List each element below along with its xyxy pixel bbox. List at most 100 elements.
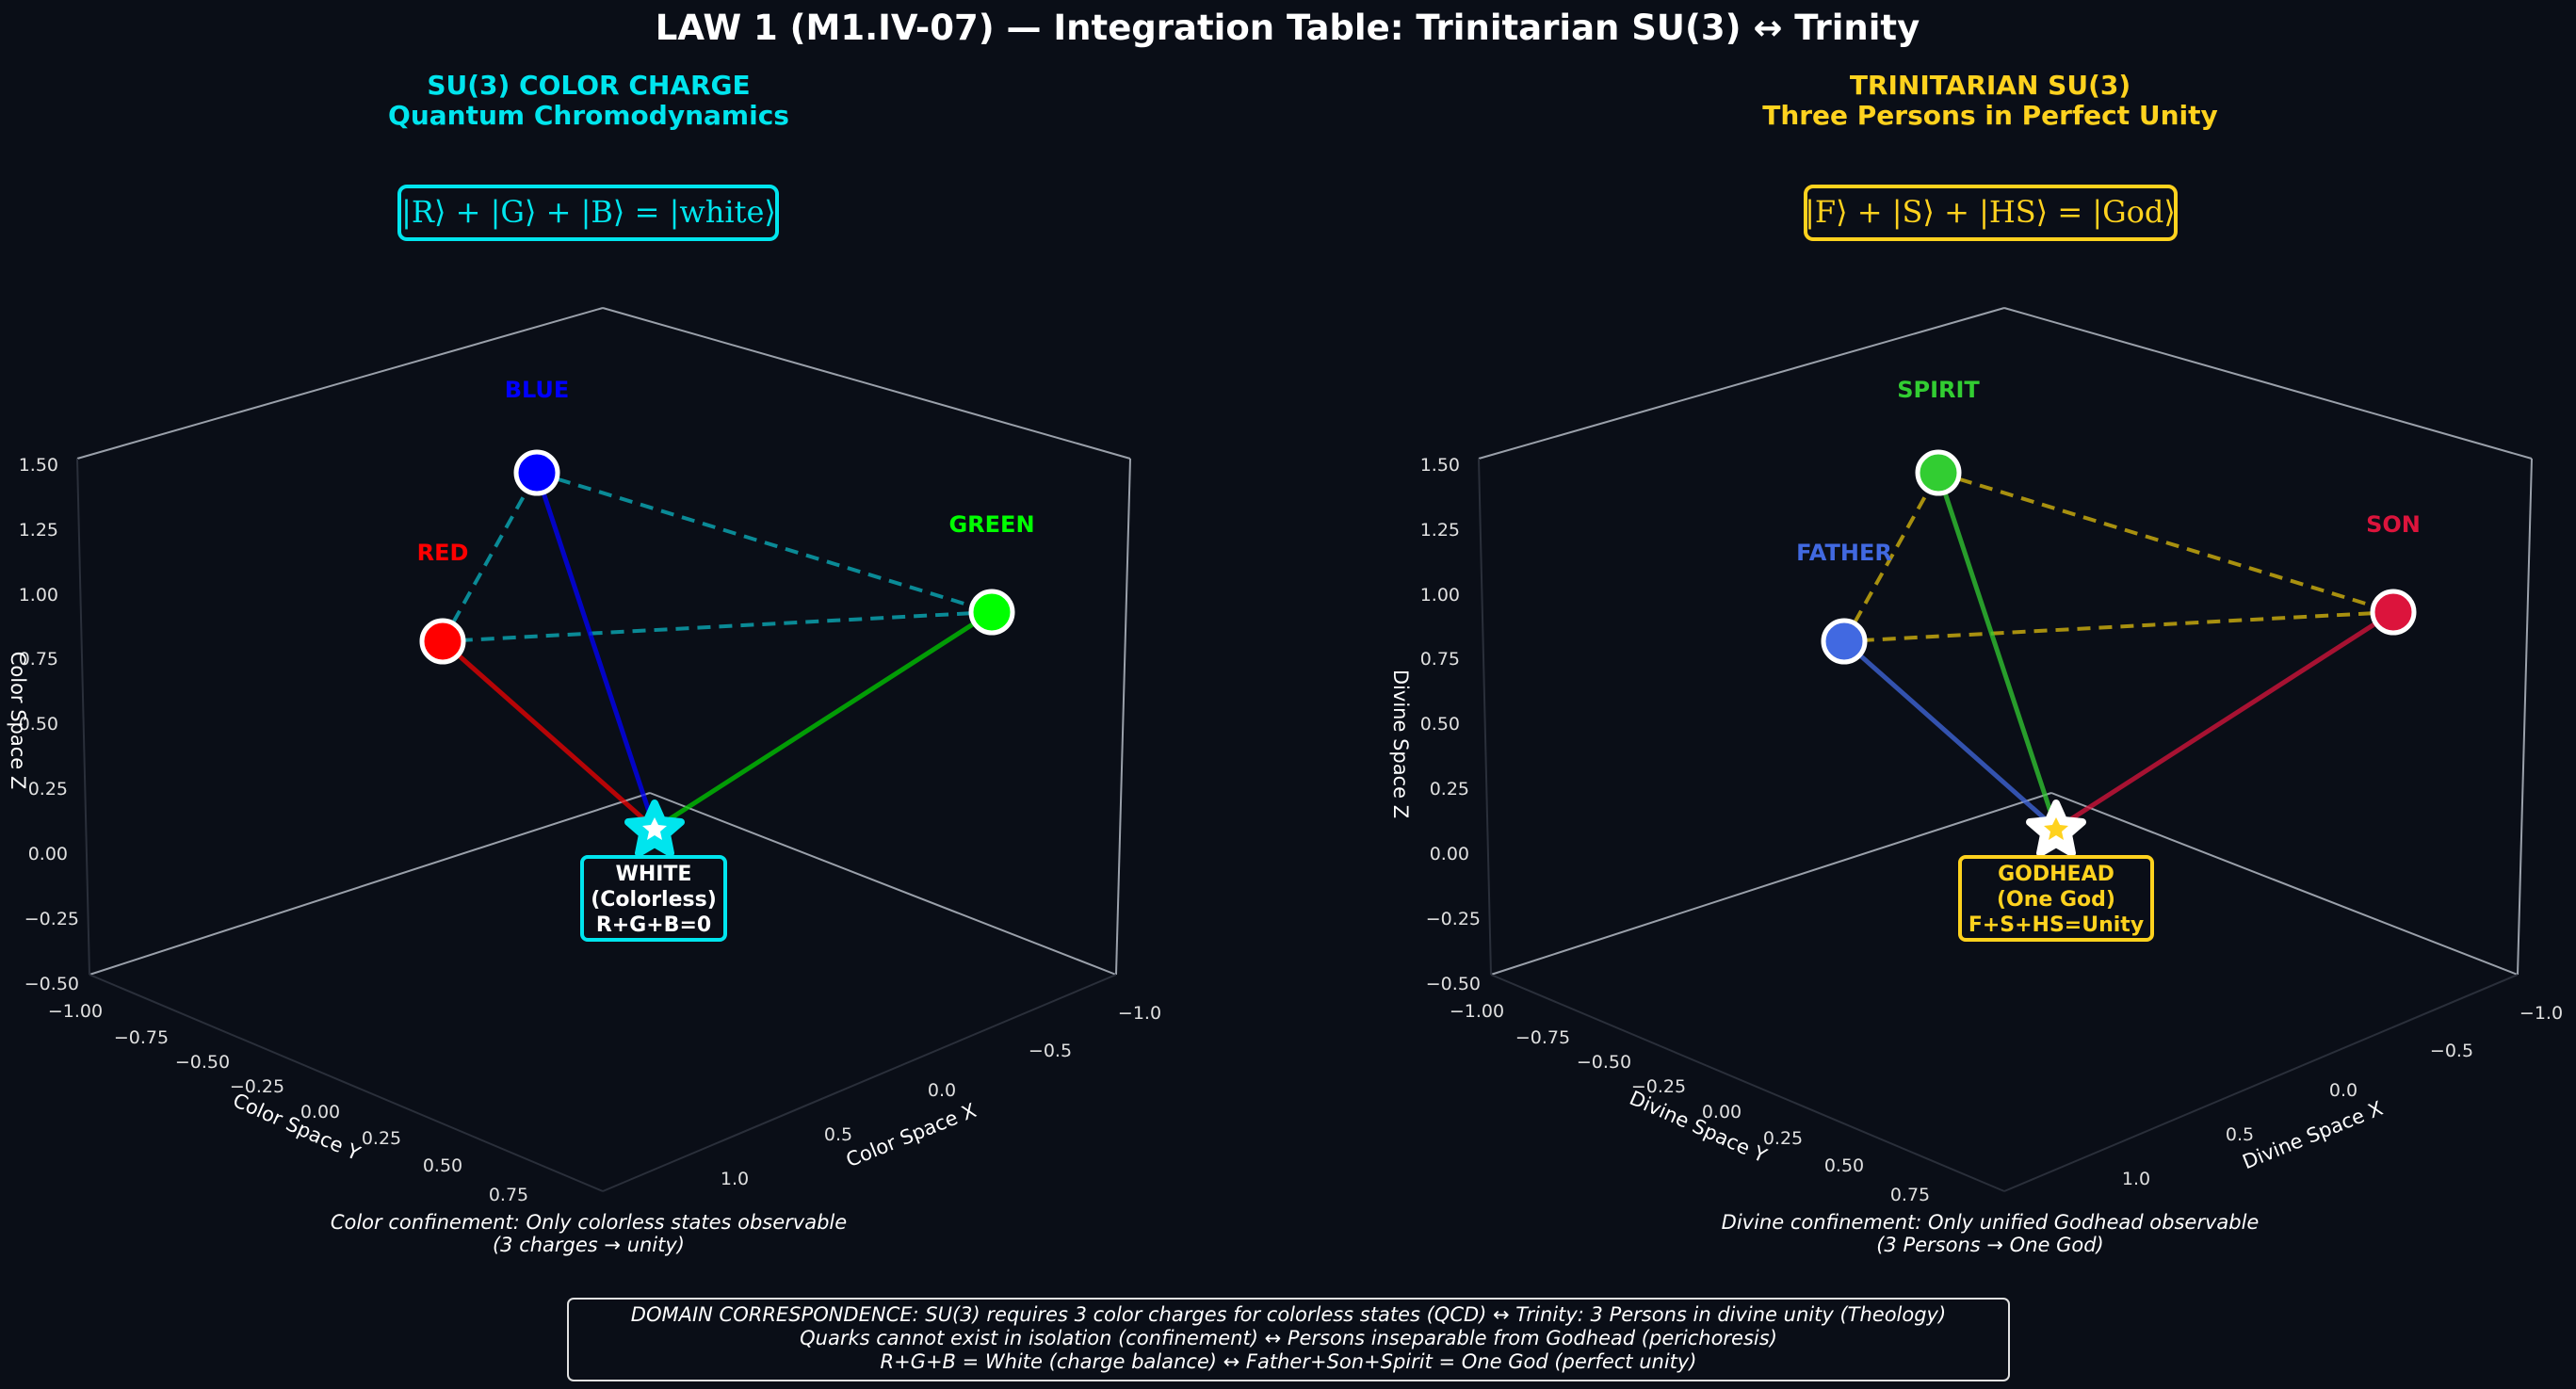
right-z-tick: 1.25 (1420, 520, 1460, 541)
left-z-tick: 0.00 (28, 844, 68, 864)
right-z-tick: 0.00 (1430, 844, 1469, 864)
left-panel: SU(3) COLOR CHARGE Quantum Chromodynamic… (7, 70, 1161, 1256)
left-x-tick: −0.5 (1029, 1041, 1072, 1061)
left-center-box (580, 855, 727, 942)
left-y-tick: 0.75 (489, 1185, 528, 1205)
right-x-axis-label: Divine Space X (2240, 1097, 2387, 1174)
left-x-tick: 0.0 (928, 1080, 956, 1101)
right-x-tick: 0.0 (2329, 1080, 2357, 1101)
right-z-axis-line (1478, 458, 1492, 976)
left-x-tick: 0.5 (824, 1124, 852, 1145)
footer-line3: R+G+B = White (charge balance) ↔ Father+… (880, 1350, 1696, 1373)
left-z-tick: 1.25 (19, 520, 58, 541)
right-z-ticks: 1.50 1.25 1.00 0.75 0.50 0.25 0.00 −0.25… (1420, 455, 1481, 994)
footer-box (567, 1298, 2010, 1381)
left-z-axis-label: Color Space Z (7, 652, 29, 790)
right-y-tick: 0.25 (1763, 1128, 1803, 1149)
right-z-tick: 0.75 (1420, 649, 1460, 670)
footer-line1: DOMAIN CORRESPONDENCE: SU(3) requires 3 … (631, 1303, 1946, 1326)
left-y-tick: −0.25 (230, 1076, 284, 1097)
right-label-father: FATHER (1796, 540, 1892, 566)
left-y-tick: 0.25 (362, 1128, 401, 1149)
right-center-box-line1: GODHEAD (1998, 863, 2114, 886)
right-x-tick: 1.0 (2122, 1169, 2150, 1189)
left-panel-title: SU(3) COLOR CHARGE (427, 70, 750, 101)
left-panel-subtitle: Quantum Chromodynamics (388, 100, 789, 131)
right-y-tick: −0.25 (1631, 1076, 1686, 1097)
right-caption-line2: (3 Persons → One God) (1876, 1234, 2104, 1256)
left-y-tick: −0.75 (114, 1027, 169, 1048)
left-z-tick: −0.50 (24, 974, 79, 994)
right-node-father (1821, 618, 1868, 665)
right-y-tick: 0.75 (1890, 1185, 1930, 1205)
right-center-box-line2: (One God) (1997, 888, 2115, 912)
left-node-red (419, 618, 466, 665)
left-z-tick: 1.50 (19, 455, 58, 476)
right-x-axis-line (2003, 974, 2519, 1192)
left-center-box-line1: WHITE (616, 863, 692, 886)
right-label-spirit: SPIRIT (1897, 377, 1980, 403)
left-y-axis-label: Color Space Y (230, 1089, 364, 1165)
right-node-spirit (1915, 449, 1962, 496)
right-y-axis-label: Divine Space Y (1626, 1087, 1770, 1168)
right-y-axis-line (1490, 974, 2005, 1192)
right-axes-frame (1478, 307, 2533, 976)
left-center-box-line2: (Colorless) (591, 888, 717, 912)
right-triangle-edges (1842, 471, 2394, 643)
right-center-box (1958, 855, 2154, 942)
right-panel-subtitle: Three Persons in Perfect Unity (1762, 100, 2218, 131)
left-y-tick: −0.50 (175, 1052, 230, 1073)
right-z-axis-label: Divine Space Z (1389, 670, 1412, 818)
left-label-blue: BLUE (505, 377, 570, 403)
left-equation: |R⟩ + |G⟩ + |B⟩ = |white⟩ (401, 194, 776, 230)
right-z-tick: −0.50 (1426, 974, 1481, 994)
left-z-ticks: 1.50 1.25 1.00 0.75 0.50 0.25 0.00 −0.25… (19, 455, 79, 994)
right-z-tick: 1.50 (1420, 455, 1460, 476)
left-y-tick: −1.00 (48, 1001, 103, 1022)
left-x-tick: −1.0 (1118, 1003, 1161, 1024)
right-x-ticks: −1.0 −0.5 0.0 0.5 1.0 (2122, 1003, 2563, 1189)
left-node-green (968, 589, 1015, 636)
left-x-axis-label: Color Space X (843, 1099, 980, 1171)
left-axes-frame (76, 307, 1131, 976)
right-x-tick: 0.5 (2226, 1124, 2254, 1145)
right-equation: |F⟩ + |S⟩ + |HS⟩ = |God⟩ (1805, 194, 2176, 230)
right-center-star-core-icon (2044, 817, 2068, 840)
right-label-son: SON (2366, 511, 2421, 538)
right-spoke-spirit (1936, 472, 2059, 830)
left-caption-line1: Color confinement: Only colorless states… (331, 1211, 847, 1234)
left-y-tick: 0.00 (300, 1102, 340, 1123)
left-y-ticks: −1.00 −0.75 −0.50 −0.25 0.00 0.25 0.50 0… (48, 1001, 528, 1205)
left-z-tick: −0.25 (24, 909, 79, 929)
right-y-tick: −1.00 (1450, 1001, 1504, 1022)
footer-line2: Quarks cannot exist in isolation (confin… (800, 1327, 1777, 1349)
left-z-tick: 0.25 (28, 779, 68, 799)
right-spoke-father (1842, 639, 2058, 831)
right-spoke-son (2054, 609, 2395, 832)
right-x-tick: −1.0 (2519, 1003, 2563, 1024)
right-center-box-line3: F+S+HS=Unity (1968, 913, 2144, 937)
footer: DOMAIN CORRESPONDENCE: SU(3) requires 3 … (567, 1298, 2010, 1381)
left-spoke-green (653, 609, 994, 832)
left-spoke-blue (534, 472, 657, 830)
right-caption-line1: Divine confinement: Only unified Godhead… (1722, 1211, 2260, 1234)
right-z-tick: 0.50 (1420, 714, 1460, 735)
right-y-tick: −0.75 (1515, 1027, 1570, 1048)
right-node-son (2370, 589, 2417, 636)
right-z-tick: 0.25 (1430, 779, 1469, 799)
right-equation-box (1804, 185, 2178, 241)
left-node-blue (513, 449, 560, 496)
right-y-tick: 0.50 (1824, 1155, 1864, 1176)
left-equation-box (397, 185, 779, 241)
left-x-tick: 1.0 (721, 1169, 749, 1189)
left-x-axis-line (602, 974, 1117, 1192)
right-z-tick: 1.00 (1420, 585, 1460, 606)
left-center-box-line3: R+G+B=0 (596, 913, 711, 937)
left-y-tick: 0.50 (423, 1155, 462, 1176)
left-label-red: RED (417, 540, 469, 566)
right-panel: TRINITARIAN SU(3) Three Persons in Perfe… (1389, 70, 2563, 1256)
left-x-ticks: −1.0 −0.5 0.0 0.5 1.0 (721, 1003, 1161, 1189)
left-z-tick: 0.75 (19, 649, 58, 670)
left-caption-line2: (3 charges → unity) (493, 1234, 685, 1256)
right-panel-title: TRINITARIAN SU(3) (1850, 70, 2130, 101)
